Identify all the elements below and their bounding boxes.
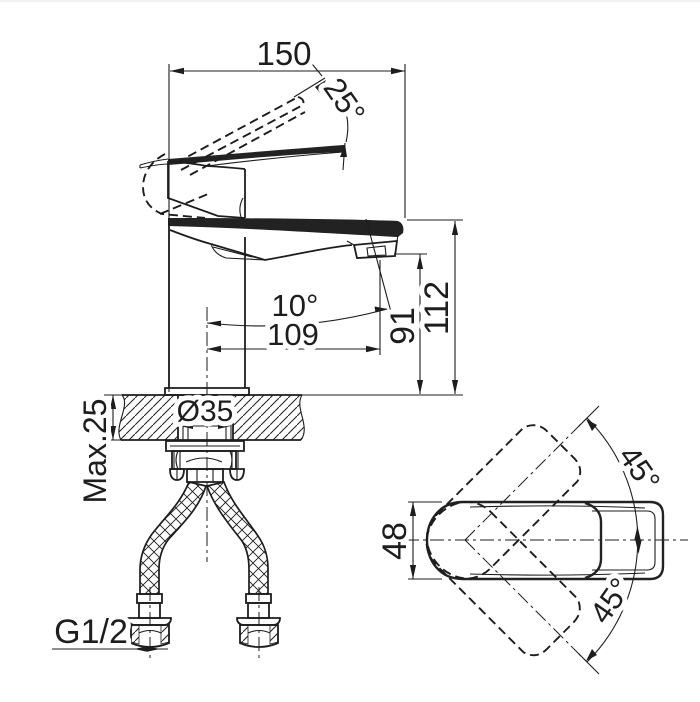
dim-10deg [206,218,392,327]
top-view-handle [405,405,688,675]
mounting-hardware [165,440,245,483]
dim-label-g12: G1/2 [54,613,128,651]
supply-hoses [127,480,281,659]
dim-112 [249,219,463,396]
spout-top-deck [168,218,404,237]
angle-label-10: 10° [272,288,319,323]
dim-109 [207,260,381,355]
dim-label-d35: Ø35 [177,395,234,428]
hose-right [205,480,269,595]
dim-label-max25: Max.25 [77,399,113,504]
hose-left [139,481,208,595]
angle-label-45-down: 45° [583,571,639,629]
dim-91 [394,253,427,394]
dim-label-91: 91 [384,307,422,345]
handle-lever-side [139,145,345,169]
dim-max25 [104,394,125,441]
dim-48 [408,501,442,580]
spout-underside [169,229,353,261]
dim-150 [168,58,406,392]
dim-g12 [52,646,168,652]
mounting-shank [182,395,232,440]
angle-label-25: 25° [317,71,373,129]
dim-25deg [293,77,349,171]
dimension-lines [52,58,463,652]
handle-cap-body [167,160,246,219]
hex-connector [186,468,224,483]
swing-arc [577,405,642,675]
handle-top-solid [425,500,665,581]
countertop-section [118,394,305,441]
dim-d35 [180,423,231,429]
mounting-nut [171,450,237,470]
angle-label-45-up: 45° [612,439,668,497]
mounting-flange [165,440,245,452]
dim-label-150: 150 [256,35,311,72]
dim-label-109: 109 [267,317,319,352]
fixing-screws [169,451,245,481]
dim-label-48: 48 [376,522,414,560]
dim-label-112: 112 [418,281,456,335]
aerator [346,234,399,259]
handle-raised-dashed [142,96,306,219]
